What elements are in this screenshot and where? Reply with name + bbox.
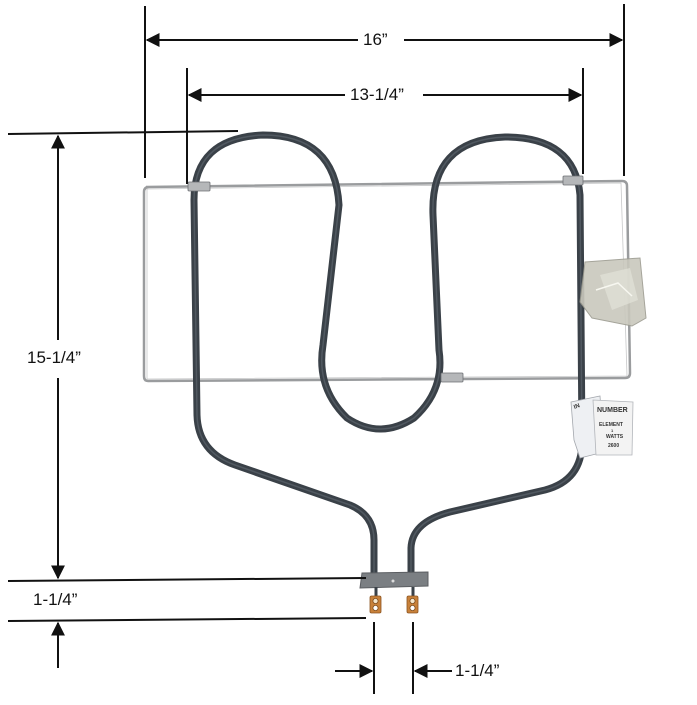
clip-top-left	[187, 181, 211, 192]
tag-number-text: NUMBER	[597, 407, 628, 414]
tag-element-text: ELEMENT	[599, 422, 623, 428]
dim-label-overall-width: 16”	[363, 30, 388, 50]
frame-clips	[187, 175, 584, 383]
heating-element-tube	[190, 131, 586, 579]
ref-line-top	[7, 130, 239, 135]
mounting-bracket	[359, 571, 429, 589]
hardware-bag	[579, 257, 647, 327]
tag-watts-text: WATTS	[606, 434, 624, 440]
ref-line-bracket	[7, 577, 367, 582]
dim-label-overall-height: 15-1/4”	[27, 348, 81, 368]
clip-bottom-center	[440, 372, 464, 383]
tag-index-text: 1	[611, 428, 614, 433]
tag-wattage-value: 2600	[608, 443, 620, 449]
wire-frame-inner	[146, 182, 628, 380]
element-tag	[570, 395, 634, 459]
ref-line-terminal-end	[7, 617, 367, 622]
dim-label-element-width: 13-1/4”	[350, 85, 404, 105]
dim-label-terminal-length: 1-1/4”	[33, 590, 78, 610]
wire-frame	[142, 179, 632, 383]
heating-element-highlight	[193, 134, 583, 576]
dim-label-terminal-spacing: 1-1/4”	[455, 661, 500, 681]
dimension-lines	[7, 4, 625, 694]
clip-top-right	[562, 175, 584, 186]
terminal-posts	[369, 587, 419, 614]
